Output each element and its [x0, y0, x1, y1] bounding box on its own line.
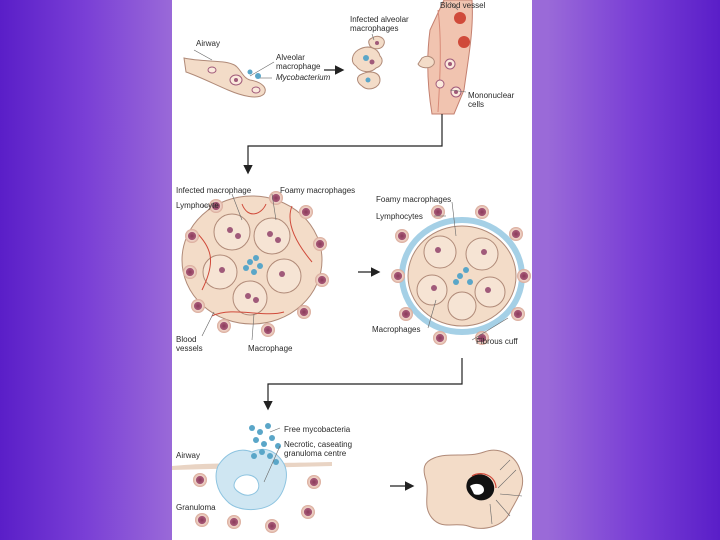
label-lymphocyte: Lymphocyte [176, 201, 219, 210]
label-blood-vessel: Blood vessel [440, 1, 486, 10]
label-alveolar-macrophage-1: Alveolar [276, 53, 305, 62]
label-foamy-macrophages-3: Foamy macrophages [376, 195, 451, 204]
label-mycobacterium: Mycobacterium [276, 73, 331, 82]
mature-granuloma [402, 220, 522, 332]
lung-cavity [424, 450, 523, 528]
label-macrophages: Macrophages [372, 325, 420, 334]
label-alveolar-macrophage-2: macrophage [276, 62, 321, 71]
label-necrotic-1: Necrotic, caseating [284, 440, 352, 449]
infected-alveolar-macrophages [352, 34, 384, 89]
label-infected-alveolar-1: Infected alveolar [350, 15, 409, 24]
label-mononuclear-1: Mononuclear [468, 91, 515, 100]
label-macrophage: Macrophage [248, 344, 293, 353]
caseating-granuloma [172, 423, 332, 510]
label-foamy-macrophages-2: Foamy macrophages [280, 186, 355, 195]
label-mononuclear-2: cells [468, 100, 484, 109]
label-infected-alveolar-2: macrophages [350, 24, 398, 33]
label-necrotic-2: granuloma centre [284, 449, 347, 458]
stage1-alveolus [184, 50, 274, 97]
blood-vessel [418, 0, 472, 114]
figure-panel: Airway Alveolar macrophage Mycobacterium… [172, 0, 532, 540]
label-lymphocytes: Lymphocytes [376, 212, 423, 221]
label-blood-vessels-2: vessels [176, 344, 203, 353]
label-airway-4: Airway [176, 451, 200, 460]
arrow-4 [268, 358, 462, 408]
label-infected-macrophage: Infected macrophage [176, 186, 252, 195]
label-blood-vessels-1: Blood [176, 335, 196, 344]
label-airway-1: Airway [196, 39, 220, 48]
label-granuloma: Granuloma [176, 503, 216, 512]
granuloma-diagram: Airway Alveolar macrophage Mycobacterium… [172, 0, 532, 540]
arrow-2 [248, 114, 442, 172]
label-free-mycobacteria: Free mycobacteria [284, 425, 351, 434]
label-fibrous-cuff: Fibrous cuff [476, 337, 518, 346]
